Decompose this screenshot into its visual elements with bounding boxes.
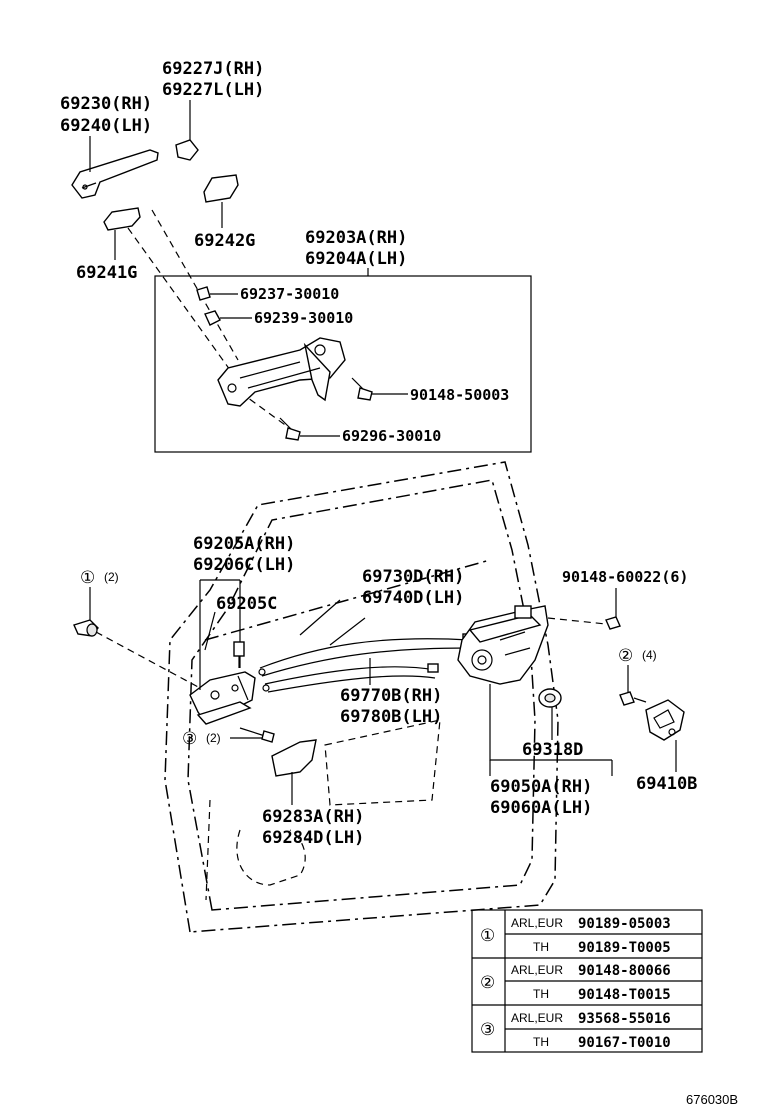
label-69060a: 69060A(LH) (490, 798, 592, 818)
label-69241g: 69241G (76, 263, 137, 283)
label-69205c: 69205C (216, 594, 277, 614)
bolt-90148-50003[interactable] (351, 377, 373, 401)
table-part: 90167-T0010 (578, 1035, 671, 1051)
inside-handle[interactable] (189, 671, 256, 725)
label-69205a: 69205A(RH) (193, 534, 295, 554)
table-market: TH (533, 940, 549, 954)
callout-1-marker: ① (80, 568, 95, 587)
callout-1-qty: (2) (104, 570, 119, 584)
striker-69410b[interactable] (645, 699, 685, 741)
label-69730d: 69730D(RH) (362, 567, 464, 587)
table-market: ARL,EUR (511, 1011, 563, 1025)
label-69296: 69296-30010 (342, 427, 441, 445)
leader-69205c (204, 611, 216, 651)
table-market: ARL,EUR (511, 963, 563, 977)
guide-line (547, 617, 607, 625)
label-69242g: 69242G (194, 231, 255, 251)
variant-table: ① ARL,EUR 90189-05003 TH 90189-T0005 ② A… (471, 909, 703, 1053)
label-69770b: 69770B(RH) (340, 686, 442, 706)
screw-callout-3[interactable] (239, 727, 275, 743)
label-69230: 69230(RH) (60, 94, 152, 114)
guide-line (151, 209, 239, 361)
label-69410b: 69410B (636, 774, 697, 794)
grommet-69318d[interactable] (538, 688, 562, 708)
label-69740d: 69740D(LH) (362, 588, 464, 608)
table-market: TH (533, 1035, 549, 1049)
label-69227j: 69227J(RH) (162, 59, 264, 79)
label-69239: 69239-30010 (254, 309, 353, 327)
callout-3-qty: (2) (206, 731, 221, 745)
table-part: 93568-55016 (578, 1011, 671, 1027)
handle-frame[interactable] (217, 337, 346, 407)
door-outline (164, 461, 559, 933)
door-lock[interactable] (457, 605, 549, 685)
label-90148-50003: 90148-50003 (410, 386, 509, 404)
label-69237: 69237-30010 (240, 285, 339, 303)
guide-line (95, 631, 201, 689)
label-69204a: 69204A(LH) (305, 249, 407, 269)
label-69283a: 69283A(RH) (262, 807, 364, 827)
handle-pad-69241g[interactable] (103, 207, 141, 231)
table-part: 90189-05003 (578, 916, 671, 932)
table-part: 90189-T0005 (578, 940, 671, 956)
clip-69237[interactable] (196, 286, 211, 301)
diagram-id: 676030B (686, 1092, 738, 1107)
label-69240: 69240(LH) (60, 116, 152, 136)
table-market: ARL,EUR (511, 916, 563, 930)
label-69318d: 69318D (522, 740, 583, 760)
frame-assembly-box (154, 275, 532, 453)
inner-cover-69283a[interactable] (271, 739, 317, 777)
lock-cables[interactable] (258, 633, 474, 693)
table-ref-3: ③ (480, 1020, 495, 1039)
bolt-69296[interactable] (279, 417, 301, 441)
grommet-callout-1[interactable] (73, 619, 99, 637)
guide-line (127, 227, 231, 371)
callout-2-qty: (4) (642, 648, 657, 662)
table-ref-2: ② (480, 973, 495, 992)
label-69203a: 69203A(RH) (305, 228, 407, 248)
table-part: 90148-80066 (578, 963, 671, 979)
handle-pad-69242g[interactable] (203, 174, 239, 203)
bolt-90148-60022[interactable] (605, 616, 621, 630)
screw-callout-2[interactable] (619, 691, 647, 706)
callout-3-marker: ③ (182, 729, 197, 748)
outside-handle[interactable] (71, 149, 159, 199)
label-69780b: 69780B(LH) (340, 707, 442, 727)
label-69206c: 69206C(LH) (193, 555, 295, 575)
handle-cap[interactable] (175, 139, 199, 161)
table-ref-1: ① (480, 926, 495, 945)
leader-69730d (299, 599, 366, 646)
guide-line (239, 391, 293, 431)
label-69284d: 69284D(LH) (262, 828, 364, 848)
table-part: 90148-T0015 (578, 987, 671, 1003)
table-market: TH (533, 987, 549, 1001)
label-69227l: 69227L(LH) (162, 80, 264, 100)
label-69050a: 69050A(RH) (490, 777, 592, 797)
screw-69205c[interactable] (233, 641, 245, 668)
callout-2-marker: ② (618, 646, 633, 665)
clip-69239[interactable] (204, 310, 221, 326)
label-90148-60022: 90148-60022(6) (562, 568, 688, 586)
